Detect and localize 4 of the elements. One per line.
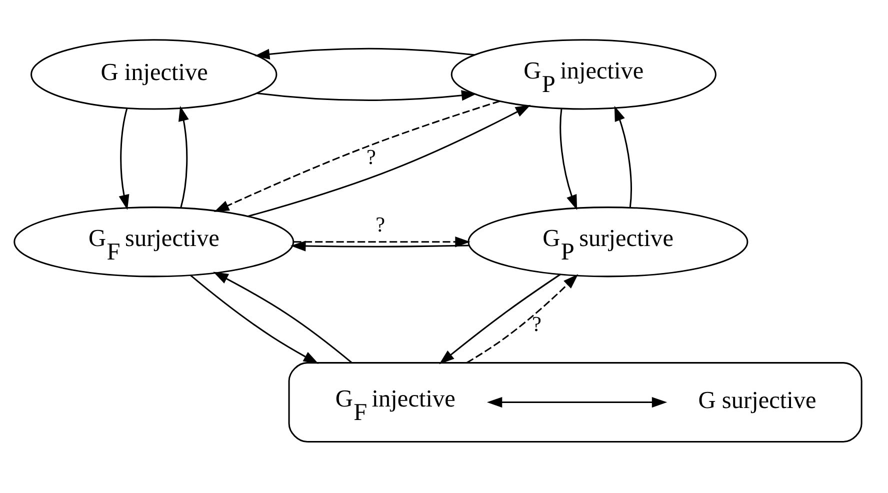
- node-text: G surjective: [698, 386, 816, 414]
- edge-label: ?: [532, 312, 542, 336]
- edge-label: ?: [366, 144, 376, 168]
- edge-label: ?: [376, 212, 386, 236]
